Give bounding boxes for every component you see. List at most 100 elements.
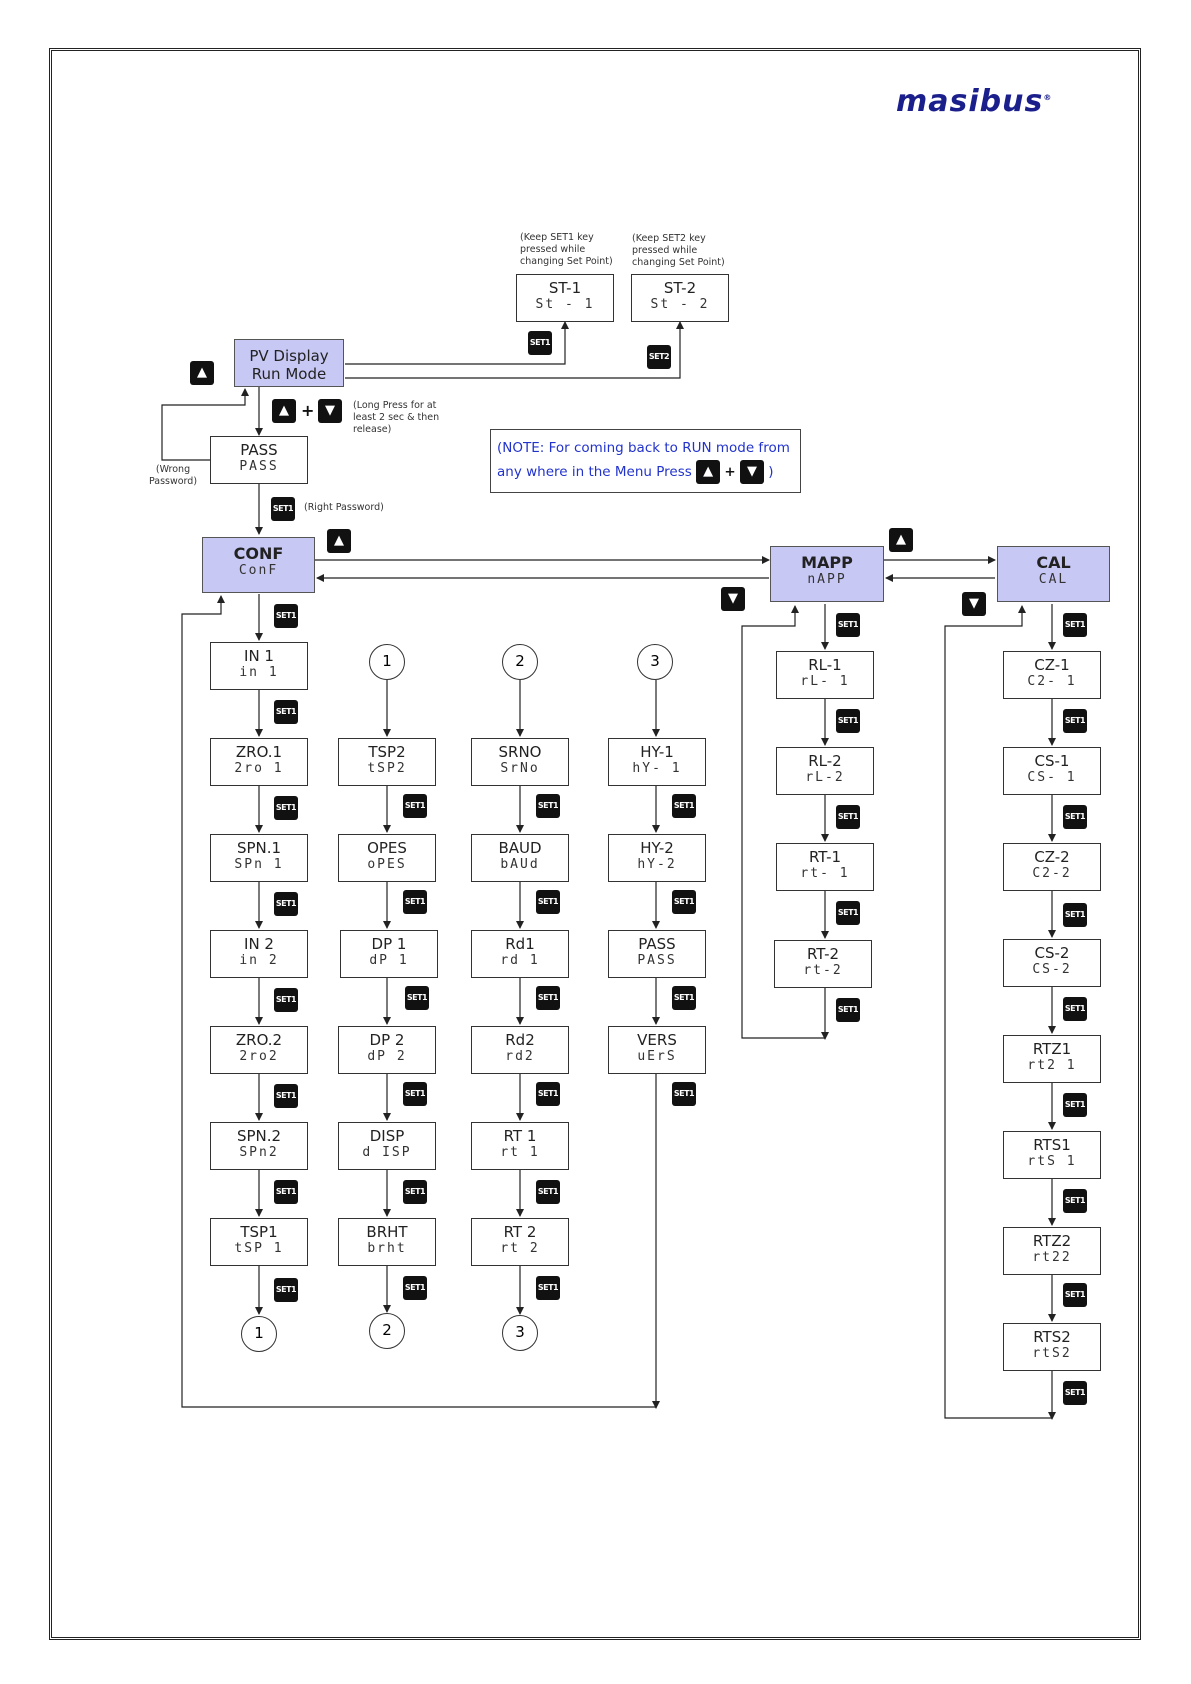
set1-key: SET1: [1063, 1381, 1087, 1405]
set1-key: SET1: [836, 805, 860, 829]
param-label: RTZ2: [1032, 1232, 1072, 1250]
param-display: dP 2: [367, 1049, 407, 1064]
param-label: DISP: [369, 1127, 405, 1145]
param-label: BAUD: [498, 839, 542, 857]
param-label: RTS1: [1033, 1136, 1071, 1154]
param-box-rts1: RTS1 rtS 1: [1003, 1131, 1101, 1179]
set1-key: SET1: [403, 1276, 427, 1300]
set1-key: SET1: [836, 613, 860, 637]
nav-note-line1: (NOTE: For coming back to RUN mode from: [497, 440, 790, 456]
nav-note-close: ): [768, 464, 774, 480]
param-box-spn1: SPN.1 SPn 1: [210, 834, 308, 882]
set1-key: SET1: [274, 700, 298, 724]
param-box-rl2: RL-2 rL-2: [776, 747, 874, 795]
set1-key: SET1: [405, 986, 429, 1010]
connector-circle-3: 3: [637, 644, 673, 680]
param-label: RT-2: [806, 945, 840, 963]
plus-sign: +: [301, 401, 315, 420]
param-display: rd2: [505, 1049, 535, 1064]
page-frame: [49, 48, 1141, 1640]
param-box-zro2: ZRO.2 2ro2: [210, 1026, 308, 1074]
right-password-note: (Right Password): [304, 502, 384, 513]
param-box-rt1: RT 1 rt 1: [471, 1122, 569, 1170]
nav-note-line2: any where in the Menu Press: [497, 464, 692, 480]
connector-circle-2: 2: [369, 1313, 405, 1349]
param-display: C2-2: [1032, 866, 1072, 881]
set1-key: SET1: [536, 1276, 560, 1300]
param-label: BRHT: [366, 1223, 408, 1241]
param-display: rt 1: [500, 1145, 540, 1160]
set1-key: SET1: [528, 331, 552, 355]
param-label: HY-2: [640, 839, 674, 857]
param-label: RT-1: [808, 848, 842, 866]
param-label: DP 2: [369, 1031, 405, 1049]
param-box-rtz1: RTZ1 rt2 1: [1003, 1035, 1101, 1083]
param-box-pass: PASS PASS: [608, 930, 706, 978]
param-box-rt2: RT 2 rt 2: [471, 1218, 569, 1266]
param-display: rt-2: [803, 963, 843, 978]
connector-circle-3: 3: [502, 1315, 538, 1351]
up-key-icon: ▲: [327, 529, 351, 553]
param-display: rtS2: [1032, 1346, 1072, 1361]
down-key-icon: ▼: [740, 460, 764, 484]
set1-key: SET1: [403, 1082, 427, 1106]
connector-circle-1: 1: [369, 644, 405, 680]
set1-key: SET1: [271, 497, 295, 521]
up-key-icon: ▲: [889, 528, 913, 552]
mapp-display: nAPP: [807, 572, 847, 587]
set1-key: SET1: [274, 1278, 298, 1302]
set1-key: SET1: [1063, 1283, 1087, 1307]
wrong-password-note: (Wrong Password): [148, 464, 198, 487]
down-key-icon: ▼: [962, 592, 986, 616]
param-box-cs1: CS-1 CS- 1: [1003, 747, 1101, 795]
set1-key: SET1: [1063, 613, 1087, 637]
param-box-in2: IN 2 in 2: [210, 930, 308, 978]
param-box-rd2: Rd2 rd2: [471, 1026, 569, 1074]
set1-key: SET1: [274, 1180, 298, 1204]
param-label: OPES: [367, 839, 407, 857]
st1-box: ST-1 St - 1: [516, 274, 614, 322]
set1-key: SET1: [536, 986, 560, 1010]
param-box-rt2-mapp: RT-2 rt-2: [774, 940, 872, 988]
param-box-disp: DISP d ISP: [338, 1122, 436, 1170]
param-display: rt2 1: [1027, 1058, 1077, 1073]
param-label: Rd2: [505, 1031, 535, 1049]
set1-key: SET1: [536, 1082, 560, 1106]
set1-key: SET1: [672, 794, 696, 818]
down-key-icon: ▼: [721, 587, 745, 611]
param-display: rt22: [1032, 1250, 1072, 1265]
param-display: uErS: [637, 1049, 677, 1064]
param-display: SrNo: [500, 761, 540, 776]
param-label: HY-1: [640, 743, 674, 761]
param-label: SPN.2: [236, 1127, 282, 1145]
conf-display: ConF: [238, 563, 279, 578]
param-box-dp2: DP 2 dP 2: [338, 1026, 436, 1074]
set1-key: SET1: [274, 604, 298, 628]
st2-display: St - 2: [650, 297, 710, 312]
st1-display: St - 1: [535, 297, 595, 312]
up-key-icon: ▲: [696, 460, 721, 484]
param-box-rl1: RL-1 rL- 1: [776, 651, 874, 699]
param-display: dP 1: [369, 953, 409, 968]
param-display: hY-2: [637, 857, 677, 872]
param-box-hy2: HY-2 hY-2: [608, 834, 706, 882]
param-box-opes: OPES oPES: [338, 834, 436, 882]
set1-key: SET1: [1063, 709, 1087, 733]
param-box-tsp2: TSP2 tSP2: [338, 738, 436, 786]
param-display: rt 2: [500, 1241, 540, 1256]
param-display: SPn2: [239, 1145, 279, 1160]
up-key-icon: ▲: [272, 399, 296, 423]
param-box-cz1: CZ-1 C2- 1: [1003, 651, 1101, 699]
connector-circle-1: 1: [241, 1316, 277, 1352]
param-box-in1: IN 1 in 1: [210, 642, 308, 690]
param-label: IN 2: [244, 935, 274, 953]
param-display: rtS 1: [1027, 1154, 1077, 1169]
param-box-baud: BAUD bAUd: [471, 834, 569, 882]
set1-key: SET1: [836, 998, 860, 1022]
param-label: PASS: [638, 935, 676, 953]
set1-key: SET1: [536, 1180, 560, 1204]
st2-label: ST-2: [663, 279, 697, 297]
param-display: in 1: [239, 665, 279, 680]
set1-key: SET1: [1063, 1189, 1087, 1213]
down-key-icon: ▼: [318, 399, 342, 423]
